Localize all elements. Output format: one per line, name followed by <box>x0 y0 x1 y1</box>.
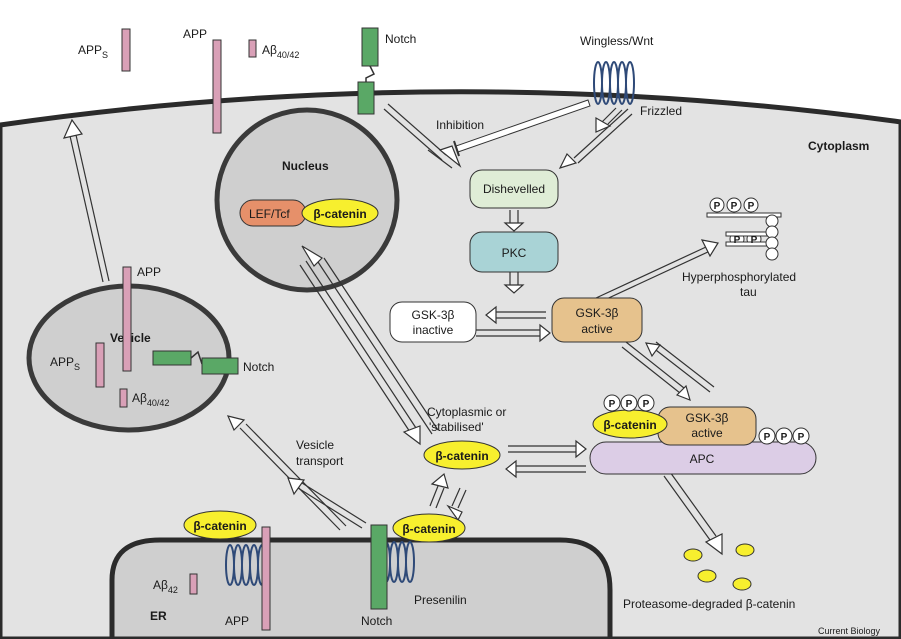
er-notch-bar <box>370 524 388 610</box>
presenilin-label: Presenilin <box>414 593 467 607</box>
cyto-stab-label-1: Cytoplasmic or <box>427 405 506 419</box>
gsk-inactive-state: inactive <box>413 323 454 337</box>
app-top-label: APP <box>183 27 207 41</box>
dishevelled-box <box>469 169 559 209</box>
er-abeta-bar <box>189 573 198 595</box>
gsk-active-state: active <box>581 322 613 336</box>
abeta-vesicle-bar <box>119 388 128 408</box>
gsk-inactive-box <box>389 301 477 343</box>
dishevelled-label: Dishevelled <box>483 182 545 196</box>
svg-text:P: P <box>751 235 758 246</box>
svg-text:P: P <box>609 399 616 410</box>
proteasome-label: Proteasome-degraded β-catenin <box>623 597 795 611</box>
nucleus <box>214 107 400 293</box>
apps-top-label: APPS <box>78 43 108 60</box>
inhibition-label: Inhibition <box>436 118 484 132</box>
cyto-beta-catenin-label: β-catenin <box>435 449 488 463</box>
pkc-box <box>469 231 559 273</box>
nucleus-label: Nucleus <box>282 159 329 173</box>
notch-vesicle-right <box>201 357 239 375</box>
pathway-arrows <box>62 103 723 556</box>
er-beta-catenin-right-label: β-catenin <box>402 522 455 536</box>
inhibition-line <box>453 99 591 157</box>
tau-molecules <box>706 197 782 261</box>
er-app-label: APP <box>225 614 249 628</box>
svg-text:P: P <box>764 432 771 443</box>
tau-phospho-labels: P P P P P <box>714 201 758 246</box>
er-beta-catenin-right <box>392 513 466 543</box>
svg-text:P: P <box>781 432 788 443</box>
abeta-top-label: Aβ40/42 <box>262 43 299 60</box>
apps-vesicle-bar <box>95 342 105 388</box>
apc-gsk-name: GSK-3β <box>686 411 729 425</box>
cyto-beta-catenin <box>423 440 501 470</box>
abeta-top-bar <box>248 39 257 58</box>
er-region <box>109 537 613 639</box>
proteasome-fragments <box>683 543 755 591</box>
app-membrane-bar <box>212 39 222 134</box>
frizzled-label: Frizzled <box>640 104 682 118</box>
apc-beta-catenin-label: β-catenin <box>603 418 656 432</box>
apps-vesicle-label: APPS <box>50 355 80 372</box>
wingless-label: Wingless/Wnt <box>580 34 654 48</box>
vesicle-transport-label-1: Vesicle <box>296 438 334 452</box>
notch-top-linker <box>365 65 376 82</box>
frizzled-receptor <box>593 61 635 105</box>
nucleus-beta-catenin-label: β-catenin <box>313 207 366 221</box>
svg-text:P: P <box>748 201 755 212</box>
notch-vesicle-label: Notch <box>243 360 274 374</box>
nucleus-beta-catenin <box>301 198 379 228</box>
pkc-label: PKC <box>502 246 527 260</box>
hyper-tau-label-1: Hyperphosphorylated <box>682 270 796 284</box>
gsk-active-box <box>551 297 643 343</box>
hyper-tau-label-2: tau <box>740 285 757 299</box>
cytoplasm-label: Cytoplasm <box>808 139 869 153</box>
apc-gsk-state: active <box>691 426 723 440</box>
app-vesicle-bar <box>122 266 132 372</box>
credit-label: Current Biology <box>818 626 881 636</box>
gsk-active-name: GSK-3β <box>576 306 619 320</box>
er-app-bar <box>261 526 271 631</box>
svg-text:P: P <box>798 432 805 443</box>
apc-phospho-labels: P P P P P P <box>609 399 805 443</box>
abeta-vesicle-label: Aβ40/42 <box>132 391 169 408</box>
notch-top-extracellular <box>361 27 379 67</box>
notch-vesicle-left <box>152 350 192 366</box>
er-beta-catenin-left-label: β-catenin <box>193 519 246 533</box>
notch-top-intracellular <box>357 81 375 115</box>
svg-text:P: P <box>714 201 721 212</box>
er-beta-catenin-left <box>183 510 257 540</box>
app-vesicle-label: APP <box>137 265 161 279</box>
vesicle-transport-label-2: transport <box>296 454 344 468</box>
apc-label: APC <box>690 452 715 466</box>
apc-phospho-groups <box>603 394 810 445</box>
svg-text:P: P <box>731 201 738 212</box>
notch-top-label: Notch <box>385 32 416 46</box>
er-abeta-label: Aβ42 <box>153 578 178 595</box>
er-notch-label: Notch <box>361 614 392 628</box>
svg-text:P: P <box>734 235 741 246</box>
gsk-inactive-name: GSK-3β <box>412 308 455 322</box>
er-label: ER <box>150 609 167 623</box>
apps-top-bar <box>121 28 131 72</box>
svg-text:P: P <box>626 399 633 410</box>
svg-text:P: P <box>643 399 650 410</box>
cyto-stab-label-2: 'stabilised' <box>429 420 484 434</box>
notch-vesicle-linker <box>190 350 203 365</box>
lef-tcf-label: LEF/Tcf <box>249 207 290 221</box>
